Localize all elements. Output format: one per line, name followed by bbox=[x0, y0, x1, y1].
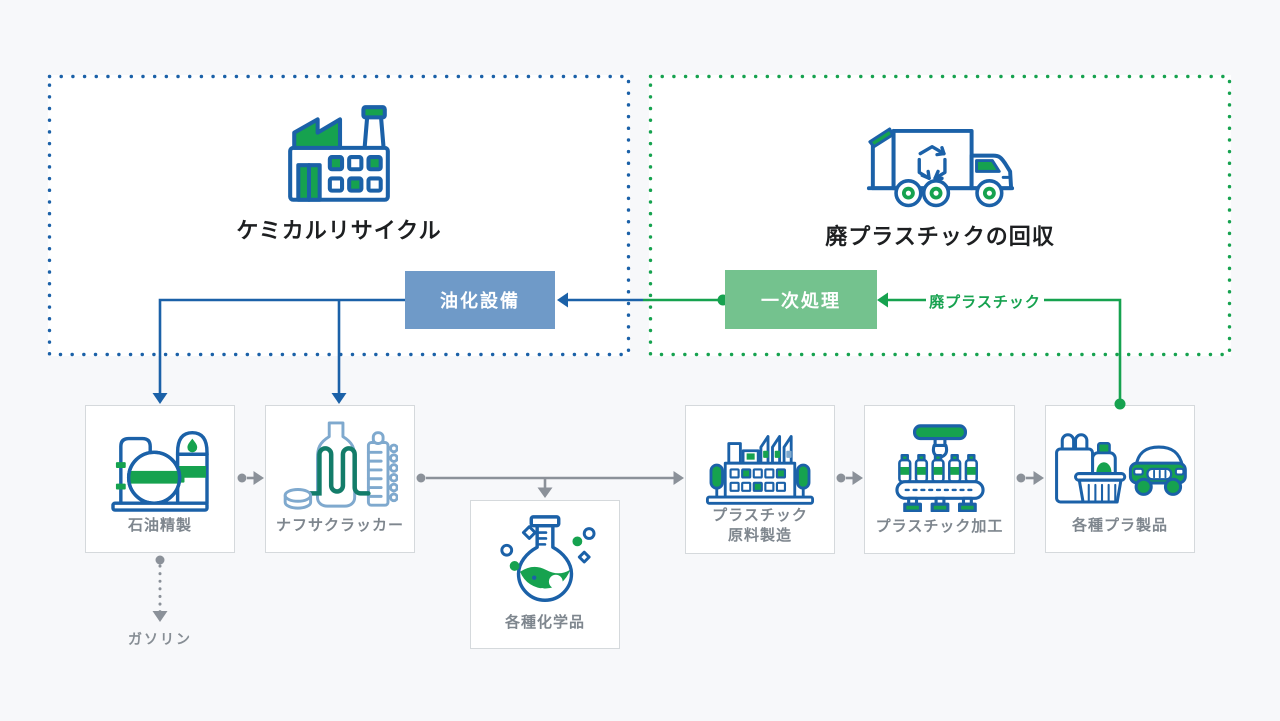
waste-plastic-flow-label: 廃プラスチック bbox=[929, 294, 1041, 311]
stage-chemicals: 各種化学品 bbox=[470, 500, 620, 649]
stage-plastic-products: 各種プラ製品 bbox=[1045, 405, 1195, 553]
plastics-factory-icon bbox=[697, 406, 823, 506]
stage-label: プラスチック加工 bbox=[875, 517, 1004, 535]
stage-plastic-material: プラスチック 原料製造 bbox=[685, 405, 835, 554]
stage-label: プラスチック 原料製造 bbox=[712, 507, 808, 544]
stage-naphtha-cracker: ナフサクラッカー bbox=[265, 405, 415, 553]
recycle-truck-icon bbox=[861, 75, 1019, 211]
plastic-products-icon bbox=[1049, 406, 1191, 516]
factory-icon bbox=[280, 75, 398, 205]
oil-refinery-icon bbox=[108, 406, 212, 516]
stage-label: 各種プラ製品 bbox=[1071, 516, 1168, 534]
oil-conversion-node: 油化設備 bbox=[405, 271, 555, 329]
stage-label: 石油精製 bbox=[127, 516, 192, 534]
primary-treatment-node: 一次処理 bbox=[725, 270, 877, 329]
plastic-processing-icon bbox=[888, 406, 992, 517]
stage-oil-refining: 石油精製 bbox=[85, 405, 235, 553]
stage-label: 各種化学品 bbox=[504, 614, 585, 631]
stage-label: ナフサクラッカー bbox=[275, 516, 404, 534]
naphtha-cracker-icon bbox=[282, 406, 398, 516]
gasoline-label: ガソリン bbox=[128, 631, 192, 647]
chemical-recycling-title: ケミカルリサイクル bbox=[236, 218, 442, 243]
stage-plastic-processing: プラスチック加工 bbox=[864, 405, 1015, 554]
waste-collection-title: 廃プラスチックの回収 bbox=[825, 224, 1055, 249]
chemical-flask-icon bbox=[493, 501, 597, 613]
